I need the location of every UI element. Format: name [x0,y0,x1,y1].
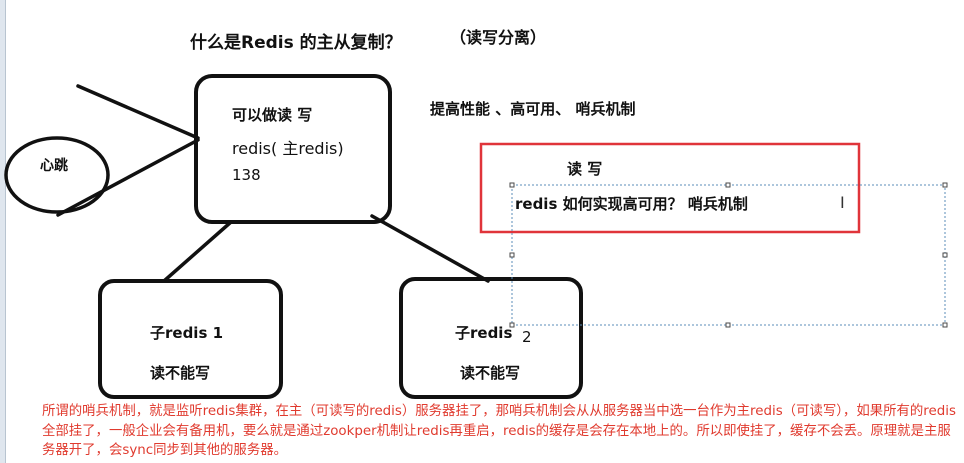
handle-top-middle[interactable] [725,182,731,188]
slave1-line-2: 读不能写 [150,364,211,382]
handle-middle-left[interactable] [509,252,515,258]
master-box [194,74,392,224]
heartbeat-ellipse [4,136,110,214]
connector-master-slave2 [370,214,490,283]
diagram-title: 什么是Redis 的主从复制？ [190,33,402,53]
slave1-box [98,279,283,399]
text-cursor-icon: I [840,193,845,212]
sentinel-line-upper [76,84,200,140]
slave1-line-1: 子redis 1 [150,324,224,342]
handle-top-right[interactable] [942,182,948,188]
highlight-line-2[interactable]: redis 如何实现高可用？ 哨兵机制 [515,195,748,213]
heartbeat-label: 心跳 [40,158,68,174]
slave2-box [399,277,583,399]
window-left-edge [0,0,6,463]
features-label: 提高性能 、高可用、 哨兵机制 [430,100,636,118]
connector-master-slave1 [162,220,233,283]
slave2-line-2: 读不能写 [460,364,521,382]
master-line-2: redis( 主redis) [232,139,344,158]
master-line-3: 138 [232,166,261,184]
highlight-box [479,142,861,234]
handle-middle-right[interactable] [942,252,948,258]
diagram-subtitle: （读写分离） [450,28,547,47]
sentinel-explanation-note: 所谓的哨兵机制，就是监听redis集群，在主（可读写的redis）服务器挂了，那… [42,404,956,458]
handle-bottom-middle[interactable] [725,322,731,328]
sentinel-line-lower [56,138,200,217]
handle-bottom-left[interactable] [509,322,515,328]
handle-top-left[interactable] [509,182,515,188]
selection-handles[interactable] [509,182,948,328]
handle-bottom-right[interactable] [942,322,948,328]
master-line-1: 可以做读 写 [232,106,313,124]
highlight-line-1: 读 写 [567,160,603,178]
slave2-line-1: 子redis [455,324,513,342]
slave2-number: 2 [522,328,532,346]
